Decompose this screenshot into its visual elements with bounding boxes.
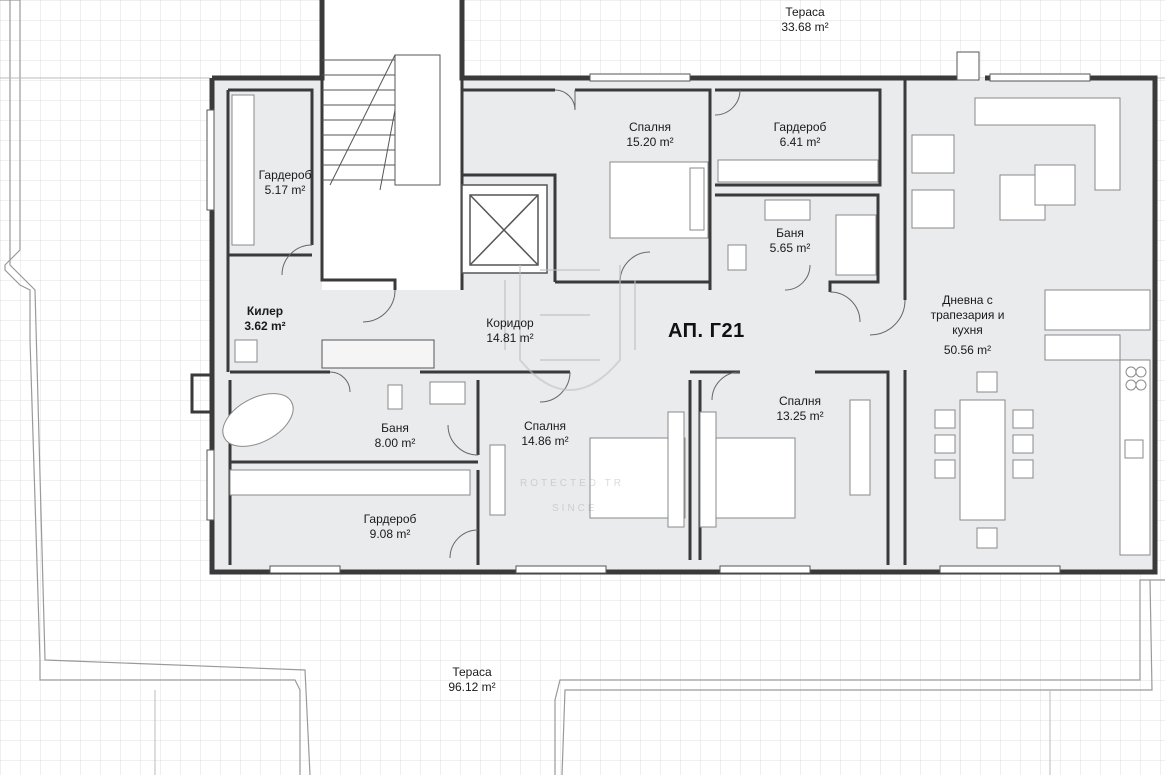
room-name: Спалня [779,394,821,408]
room-label-terrace-bottom: Тераса 96.12 m² [427,665,517,695]
room-label-corridor: Коридор 14.81 m² [465,316,555,346]
room-label-wardrobe-1: Гардероб 5.17 m² [240,168,330,198]
room-area: 96.12 m² [448,680,496,694]
watermark-text: ROTECTED TR [520,478,624,489]
room-label-terrace-top: Тераса 33.68 m² [760,5,850,35]
room-label-bedroom-1: Спалня 15.20 m² [605,120,695,150]
room-name: Спалня [629,120,671,134]
room-label-bedroom-3: Спалня 13.25 m² [755,394,845,424]
room-area: 50.56 m² [943,343,992,357]
watermark-logo [504,265,636,391]
staircase [321,54,441,369]
apartment-title: АП. Г21 [668,320,745,342]
door-swings [281,89,906,559]
room-area: 6.41 m² [779,135,821,149]
room-label-bedroom-2: Спалня 14.86 m² [500,419,590,449]
room-label-wardrobe-2: Гардероб 6.41 m² [755,120,845,150]
room-name: Гардероб [258,168,312,182]
room-area: 13.25 m² [776,409,824,423]
room-area: 5.17 m² [264,183,306,197]
interior-walls [190,0,907,565]
room-area: 8.00 m² [374,436,416,450]
room-label-wardrobe-3: Гардероб 9.08 m² [345,512,435,542]
room-label-bathroom-1: Баня 5.65 m² [745,226,835,256]
room-label-pantry: Килер 3.62 m² [225,304,305,334]
windows [206,51,1091,574]
room-area: 5.65 m² [769,241,811,255]
room-name: Гардероб [773,120,827,134]
room-name: Килер [246,304,284,318]
room-area: 33.68 m² [781,20,829,34]
room-area: 3.62 m² [244,319,286,333]
room-label-living: Дневна с трапезария и кухня 50.56 m² [915,293,1020,358]
room-name: Тераса [785,5,825,19]
room-area: 14.81 m² [486,331,534,345]
room-name: Коридор [486,316,534,330]
room-name: Гардероб [363,512,417,526]
watermark-text-since: SINCE [552,503,598,514]
room-area: 9.08 m² [369,527,411,541]
room-name: Баня [776,226,804,240]
room-name: Тераса [452,665,492,679]
room-name: Баня [381,421,409,435]
room-label-bathroom-2: Баня 8.00 m² [350,421,440,451]
room-name: Спалня [524,419,566,433]
furniture [222,94,1151,556]
room-area: 14.86 m² [521,434,569,448]
room-area: 15.20 m² [626,135,674,149]
elevator [461,184,548,274]
room-name: Дневна с трапезария и кухня [930,293,1005,337]
